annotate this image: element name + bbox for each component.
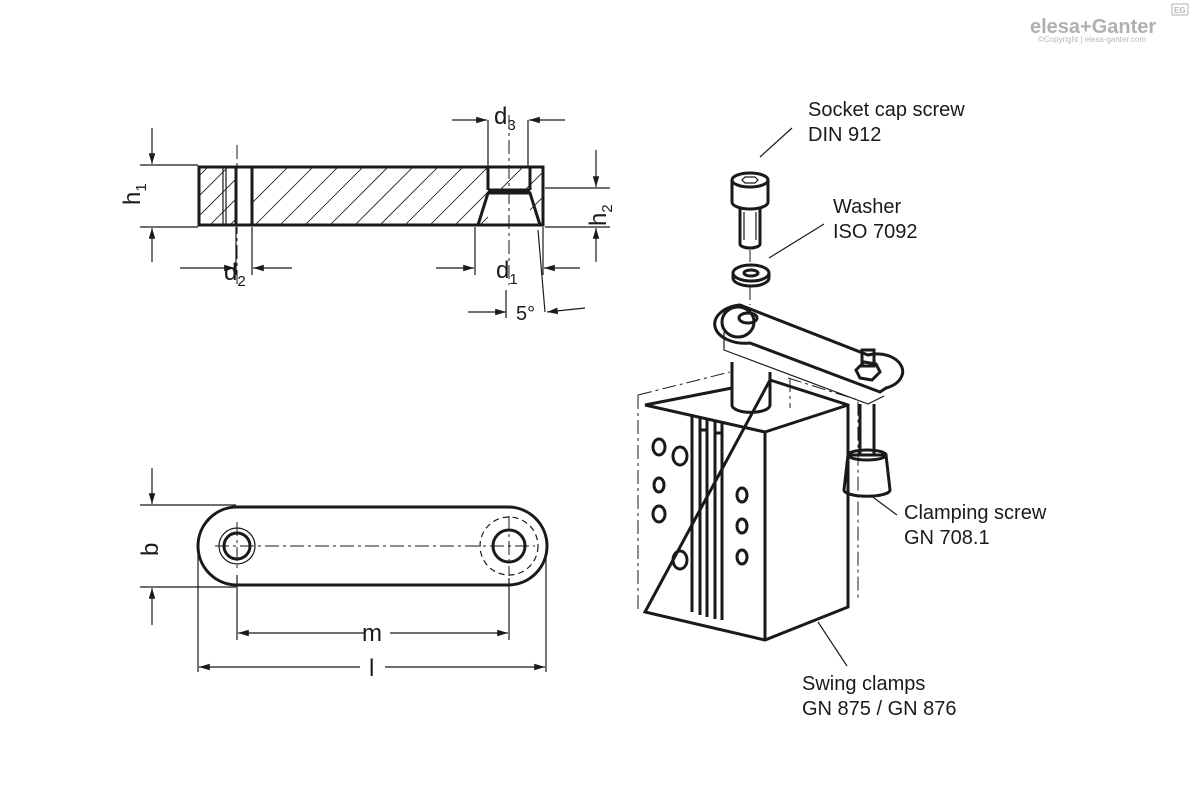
leader-socket-cap-screw bbox=[759, 127, 793, 158]
swing-clamp-body bbox=[637, 362, 859, 642]
dim-h1-label: h1 bbox=[119, 183, 150, 205]
clamping-screw-part bbox=[842, 404, 892, 498]
callout-clamping-screw-line1: Clamping screw bbox=[904, 502, 1047, 524]
callout-socket-cap-screw-line2: DIN 912 bbox=[808, 124, 881, 146]
socket-cap-screw bbox=[730, 171, 770, 250]
brand-badge-frame bbox=[1171, 3, 1189, 16]
callout-socket-cap-screw-line1: Socket cap screw bbox=[808, 99, 965, 121]
callout-washer-line1: Washer bbox=[833, 196, 902, 218]
dim-h2-label: h2 bbox=[585, 204, 616, 226]
dim-d2-label: d2 bbox=[224, 259, 246, 290]
callout-swing-clamps-line2: GN 875 / GN 876 bbox=[802, 698, 957, 720]
section-outline bbox=[197, 165, 545, 227]
top-view-outline bbox=[196, 505, 549, 587]
callout-clamping-screw-line2: GN 708.1 bbox=[904, 527, 990, 549]
brand-badge-text: EG bbox=[1174, 6, 1186, 15]
section-view: h1 h2 d3 d2 d1 5° bbox=[119, 103, 616, 325]
dim-l-label: l bbox=[369, 655, 374, 682]
dim-d1-label: d1 bbox=[496, 257, 518, 288]
dim-m-label: m bbox=[362, 620, 382, 647]
top-view: b m l bbox=[137, 468, 549, 682]
leader-swing-clamps bbox=[817, 621, 848, 667]
leader-clamping-screw bbox=[869, 494, 898, 516]
callout-swing-clamps-line1: Swing clamps bbox=[802, 673, 925, 695]
dim-d3-label: d3 bbox=[494, 103, 516, 134]
hole-d2-section bbox=[234, 167, 254, 225]
copyright-text: ©Copyright | elesa-ganter.com bbox=[1038, 35, 1146, 44]
callout-washer-line2: ISO 7092 bbox=[833, 221, 918, 243]
section-hatch-left bbox=[199, 167, 236, 225]
section-hatch-middle bbox=[252, 167, 488, 225]
dim-angle-label: 5° bbox=[516, 303, 535, 325]
brand-logo: elesa+Ganter EG ©Copyright | elesa-gante… bbox=[1030, 3, 1189, 44]
counterbore-section bbox=[476, 167, 542, 226]
swing-arm bbox=[713, 303, 905, 405]
assembly-illustration: Socket cap screw DIN 912 Washer ISO 7092… bbox=[637, 99, 1047, 720]
washer bbox=[731, 263, 771, 288]
dim-b-label: b bbox=[137, 543, 164, 556]
brand-logo-text: elesa+Ganter bbox=[1030, 16, 1156, 38]
leader-washer bbox=[768, 223, 825, 259]
